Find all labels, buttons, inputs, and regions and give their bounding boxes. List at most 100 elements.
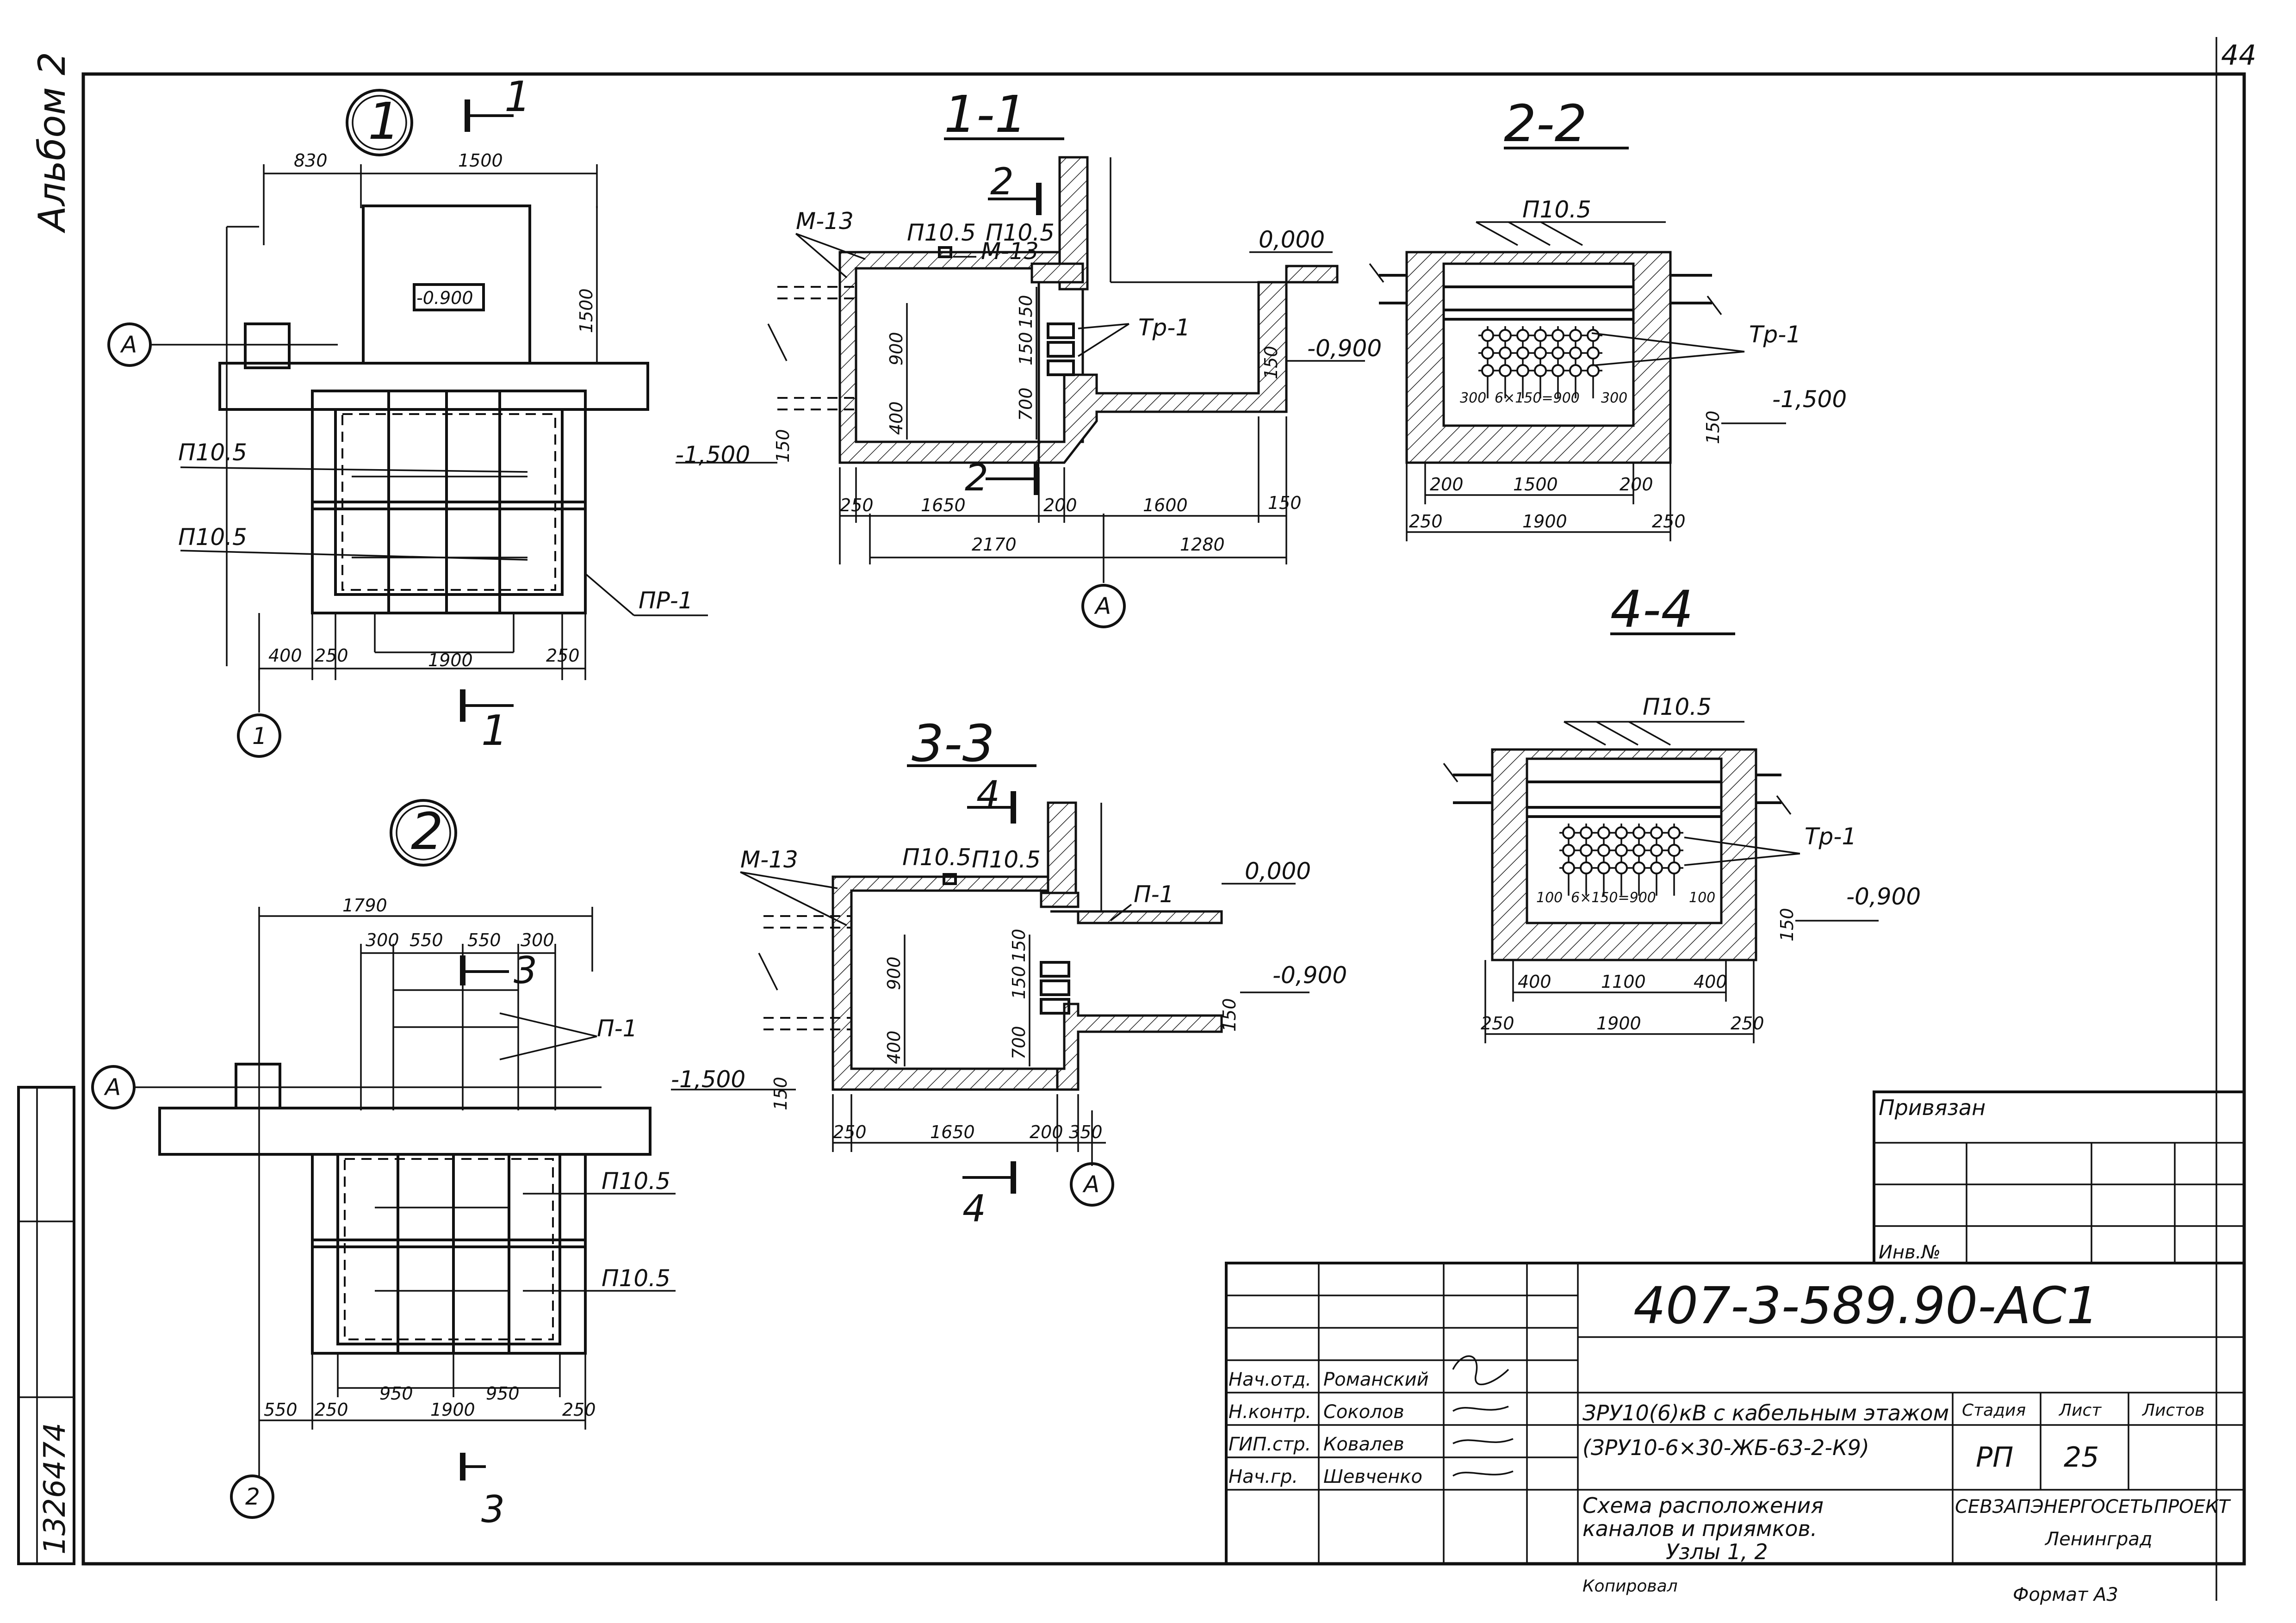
dim-v-33-900: 900 (884, 956, 904, 990)
level-33-m15: -1,500 (671, 1066, 745, 1093)
pr-label: ПР-1 (639, 587, 693, 614)
dim-2-250b: 250 (562, 1400, 596, 1420)
dim-2-300a: 300 (366, 930, 399, 950)
album-label: Альбом 2 (31, 52, 74, 234)
sheets-header: Листов (2141, 1401, 2204, 1420)
pipe-circle (1615, 844, 1628, 857)
drawing-name-2: каналов и приямков. (1582, 1516, 1817, 1541)
node-2-label: 2 (411, 802, 443, 861)
dim-250-left: 250 (315, 645, 348, 666)
axis-a-label-2: A (104, 1074, 121, 1101)
slab-p-33-1: П10.5 (902, 844, 971, 871)
slab-label-22: П10.5 (1522, 196, 1591, 223)
dim-1790: 1790 (342, 895, 387, 916)
title-block: Привязан Инв.№ 407-3-589.90-АС1 Нач.отд.… (1225, 1090, 2246, 1605)
pipe-circle (1534, 364, 1547, 377)
dim-44-total-c: 250 (1731, 1013, 1764, 1034)
section-mark-1-bottom: 1 (481, 706, 508, 755)
pipe-grid-44 (1559, 824, 1683, 896)
dim-v-33-150d: 150 (770, 1077, 791, 1110)
left-stamp-strip: 1326474 (17, 1086, 75, 1565)
axis-1-label: 1 (252, 723, 267, 750)
drawing-frame (81, 72, 2246, 1566)
level-33-0: 0,000 (1245, 858, 1311, 885)
dim-44-a: 400 (1518, 972, 1551, 992)
pipe-circle (1580, 861, 1593, 874)
dim-2-250a: 250 (315, 1400, 348, 1420)
format-label: Формат А3 (2013, 1584, 2118, 1605)
drawing-name-3: Узлы 1, 2 (1666, 1539, 1768, 1564)
tr-label-22: Тр-1 (1749, 321, 1801, 348)
bound-label: Привязан (1879, 1095, 1986, 1120)
slab-label-1: П10.5 (178, 439, 247, 466)
role-1: Нач.отд. (1229, 1369, 1311, 1390)
level-0: 0,000 (1259, 226, 1325, 253)
pipe-circle (1615, 861, 1628, 874)
dim-950a: 950 (379, 1383, 413, 1404)
node-2-plan: 2 1790 300 550 550 300 3 П-1 A (91, 799, 676, 1531)
drawing-code: 407-3-589.90-АС1 (1633, 1276, 2099, 1335)
dim-inner-44-a: 100 (1536, 890, 1563, 906)
pipe-circle (1551, 329, 1564, 342)
name-1: Романский (1323, 1369, 1429, 1390)
inv-label: Инв.№ (1879, 1242, 1941, 1263)
pipe-circle (1650, 826, 1663, 839)
dim-inner-c: 300 (1601, 390, 1627, 406)
slab-label-44: П10.5 (1643, 694, 1712, 720)
dim-22-a: 200 (1430, 474, 1464, 495)
dim-2-550: 550 (264, 1400, 298, 1420)
name-4: Шевченко (1323, 1466, 1422, 1487)
slab-label-2b: П10.5 (602, 1265, 670, 1292)
dim-inner-44-c: 100 (1689, 890, 1715, 906)
pipe-circle (1632, 844, 1645, 857)
section-mark-1-top: 1 (504, 73, 531, 121)
level-44: -0,900 (1846, 883, 1921, 910)
drawing-name-1: Схема расположения (1582, 1493, 1824, 1518)
dim-h-1650: 1650 (921, 495, 966, 515)
section-2-2: 2-2 П10.5 Тр-1 300 6×150=900 300 -1,500 … (1369, 94, 1847, 541)
pipe-circle (1481, 329, 1494, 342)
section-mark-3-top: 3 (514, 949, 537, 992)
pipe-circle (1562, 861, 1575, 874)
hole-mark: -0.900 (416, 288, 473, 308)
level-22: -1,500 (1772, 386, 1847, 413)
pipe-circle (1562, 826, 1575, 839)
dim-h-1600: 1600 (1143, 495, 1188, 515)
dim-250-right: 250 (546, 645, 580, 666)
dim-h-1280: 1280 (1180, 534, 1225, 555)
section-mark-2-top: 2 (990, 160, 1014, 203)
stage-value: РП (1976, 1441, 2013, 1474)
p-1-label: П-1 (597, 1015, 637, 1042)
object-name-1: ЗРУ10(6)кВ с кабельным этажом (1582, 1400, 1949, 1425)
pipe-grid-22 (1478, 326, 1602, 398)
section-3-3-title: 3-3 (912, 714, 995, 773)
slab-label-2: П10.5 (178, 524, 247, 551)
m13-label: М-13 (796, 208, 854, 235)
dim-950b: 950 (486, 1383, 520, 1404)
dim-v-33-150b: 150 (1009, 966, 1029, 999)
dim-44-total-b: 1900 (1596, 1013, 1641, 1034)
m13-label-2: М-13 (981, 238, 1039, 265)
dim-830: 830 (294, 150, 328, 171)
section-mark-4-top: 4 (976, 773, 1000, 816)
pipe-circle (1632, 861, 1645, 874)
p-1-label-33: П-1 (1134, 881, 1174, 908)
axis-a-label-sec11: A (1094, 593, 1111, 619)
pipe-circle (1499, 347, 1512, 359)
dim-v-150b: 150 (1016, 332, 1036, 365)
slab-p-2: П10.5 (986, 219, 1055, 246)
section-4-4: 4-4 П10.5 Тр-1 100 6×150=900 100 -0,900 … (1443, 580, 1921, 1043)
slab-label-2a: П10.5 (602, 1168, 670, 1195)
object-name-2: (ЗРУ10-6×30-ЖБ-63-2-К9) (1582, 1435, 1869, 1460)
dim-v-33-700: 700 (1009, 1026, 1029, 1059)
pipe-circle (1534, 329, 1547, 342)
dim-v-150c: 150 (1261, 346, 1281, 379)
tr-label: Тр-1 (1138, 314, 1190, 341)
section-1-1-title: 1-1 (944, 85, 1027, 144)
dim-v-33-400: 400 (884, 1030, 904, 1064)
pipe-circle (1569, 364, 1582, 377)
dim-h-33-1650: 1650 (930, 1122, 975, 1142)
signature-marks (1452, 1355, 1514, 1477)
pipe-circle (1650, 861, 1663, 874)
dim-v-900: 900 (886, 332, 906, 365)
